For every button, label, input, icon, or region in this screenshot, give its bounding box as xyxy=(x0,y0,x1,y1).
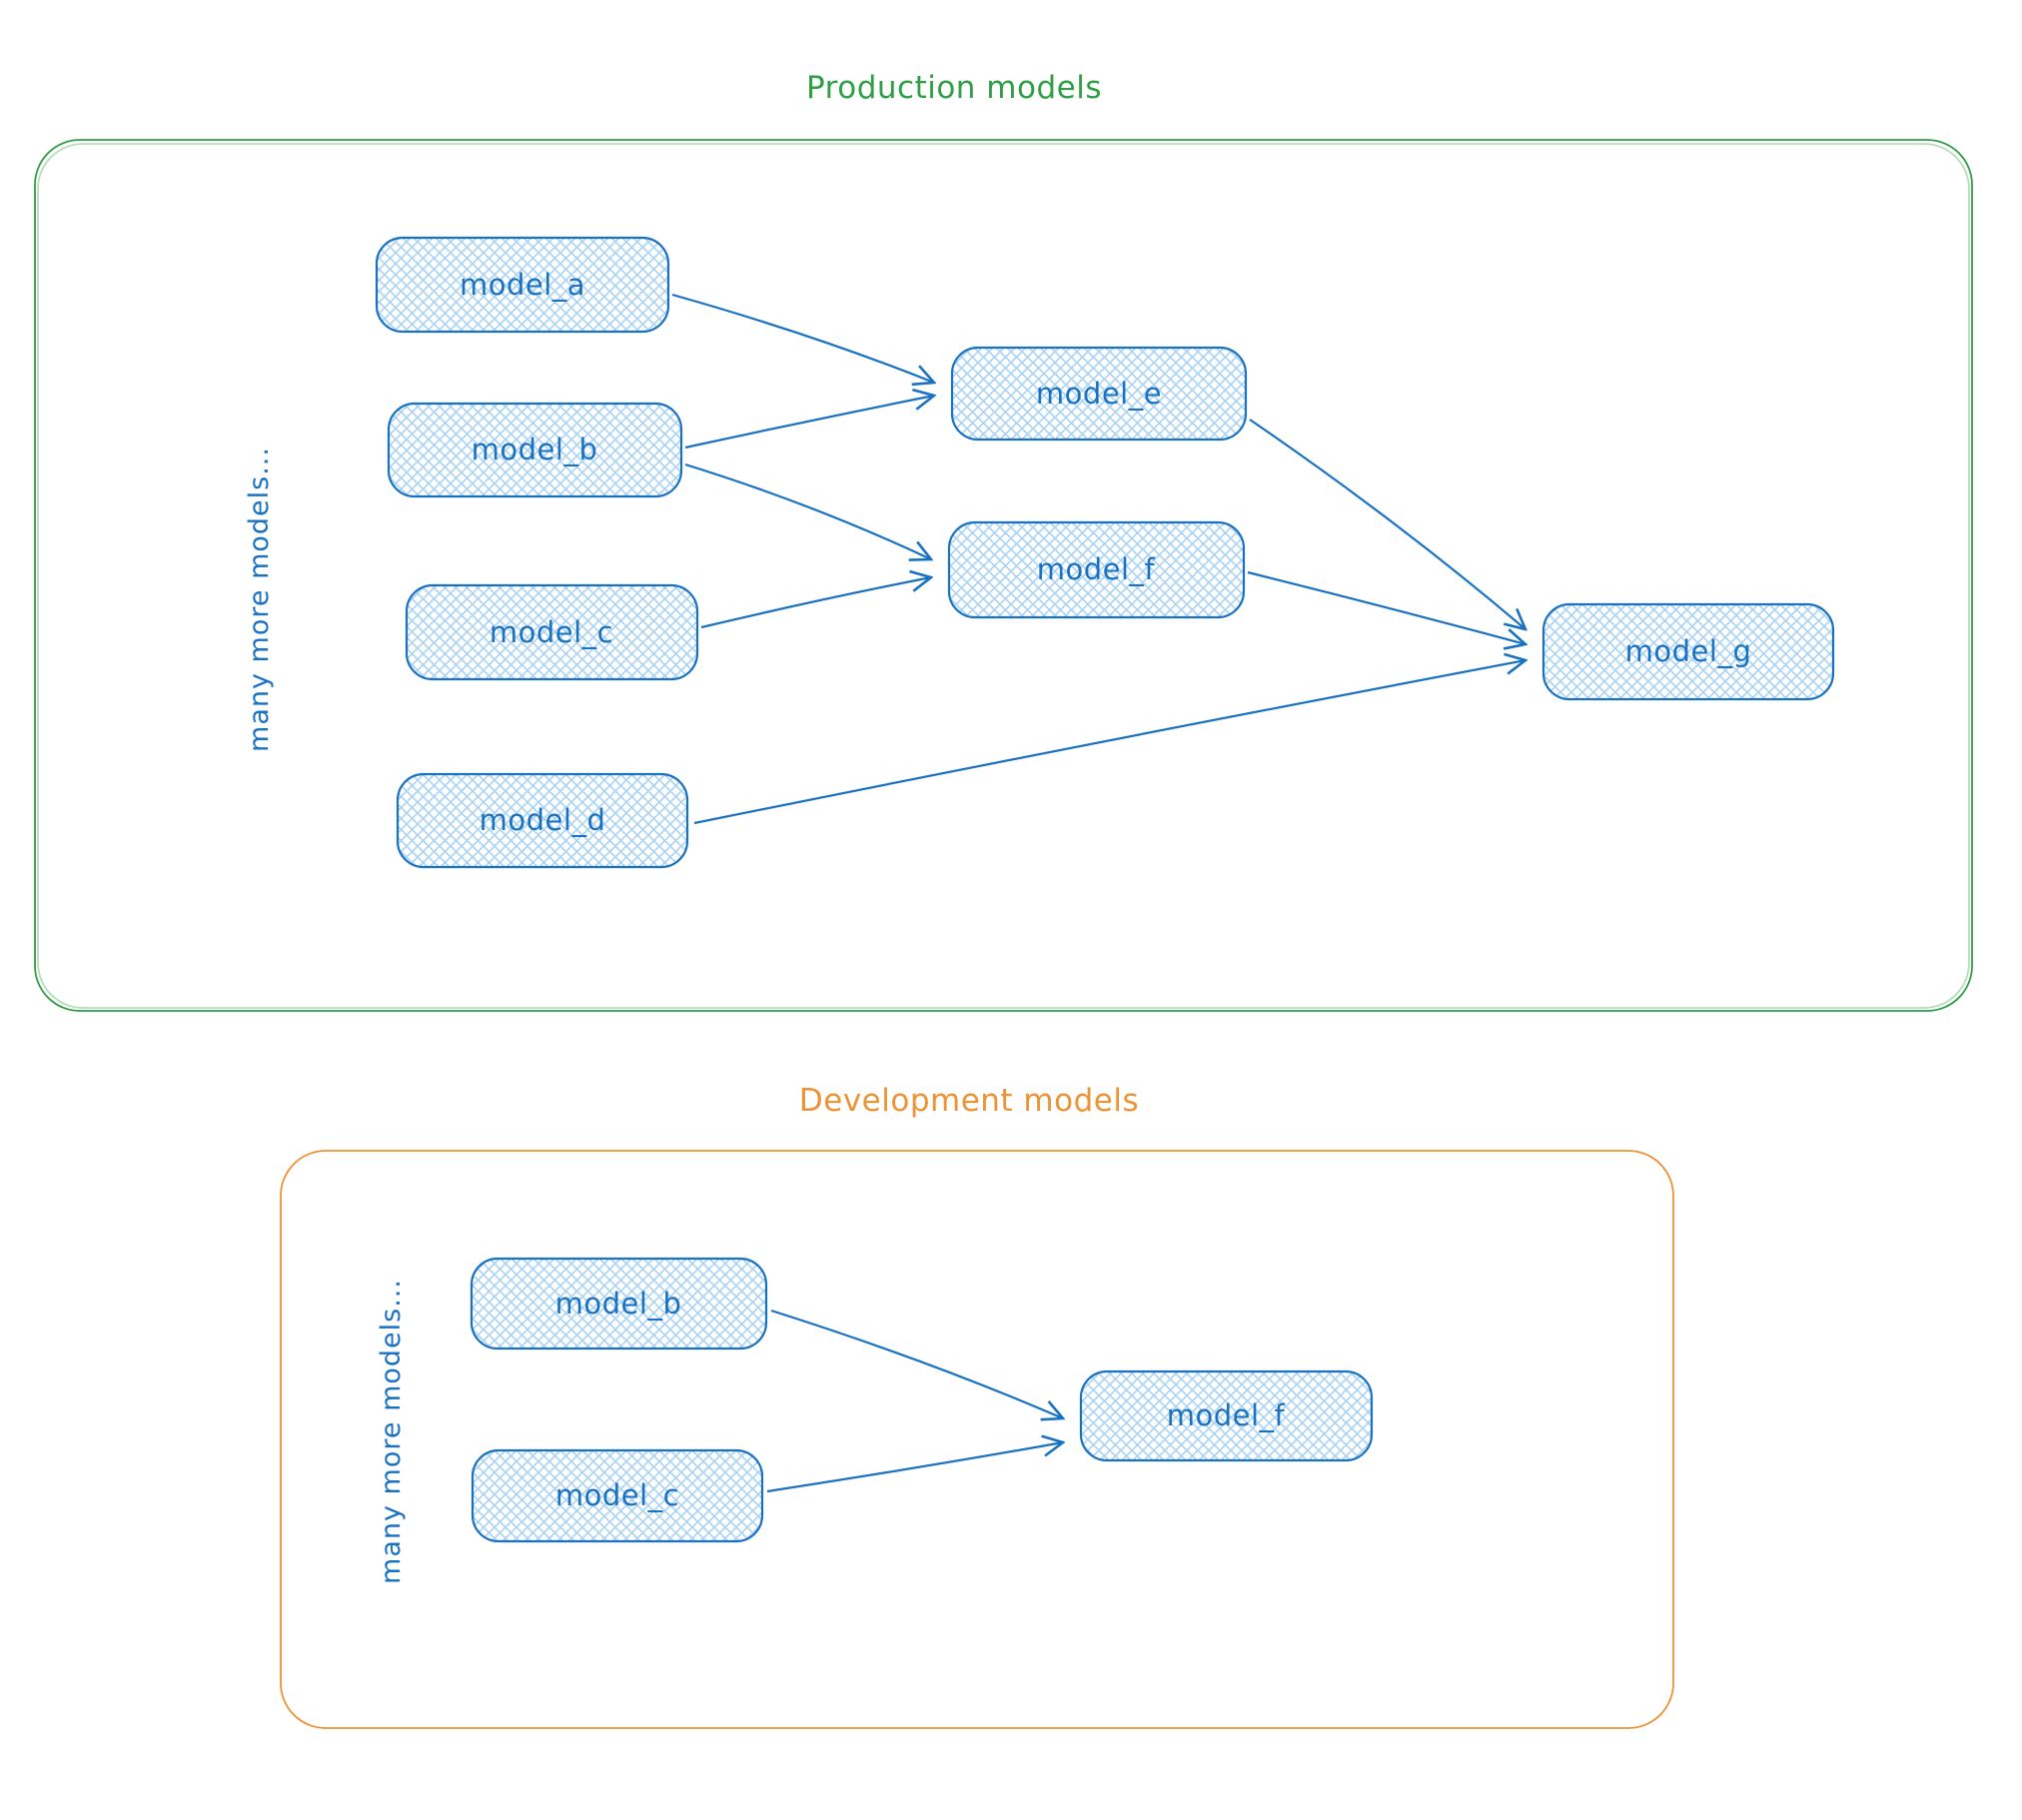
node-dev-model-c-box xyxy=(471,1448,764,1543)
node-model-d: model_d xyxy=(396,772,689,869)
node-model-f-label: model_f xyxy=(1037,552,1156,586)
edge-model-e-to-model-g xyxy=(1249,419,1525,629)
node-dev-model-b-box xyxy=(470,1257,768,1351)
node-model-c-label: model_c xyxy=(490,615,613,649)
production-section-frame xyxy=(34,139,1973,1012)
node-dev-model-b-label: model_b xyxy=(555,1287,682,1321)
development-side-label: many more models... xyxy=(376,1279,407,1584)
production-section-frame-sketch-stroke xyxy=(37,143,1970,1009)
node-model-e-label: model_e xyxy=(1036,377,1162,411)
development-section-title: Development models xyxy=(799,1083,1139,1119)
node-model-f-box xyxy=(947,520,1246,619)
edge-model-b-to-model-e xyxy=(684,396,934,450)
node-dev-model-f: model_f xyxy=(1079,1369,1374,1462)
node-model-a-box xyxy=(375,236,670,334)
node-model-g: model_g xyxy=(1541,602,1835,701)
node-dev-model-f-box xyxy=(1079,1369,1374,1462)
edge-model-c-to-model-f xyxy=(700,577,931,629)
node-model-g-label: model_g xyxy=(1625,634,1752,668)
node-model-a-label: model_a xyxy=(460,268,585,302)
edge-model-b-to-model-f xyxy=(684,462,931,559)
production-section-title: Production models xyxy=(806,70,1102,106)
node-model-d-label: model_d xyxy=(480,803,606,837)
node-model-e-box xyxy=(950,346,1248,442)
edge-dev-model-c-to-model-f xyxy=(766,1442,1063,1493)
node-dev-model-b: model_b xyxy=(470,1257,768,1351)
node-model-f: model_f xyxy=(947,520,1246,619)
node-model-e: model_e xyxy=(950,346,1248,442)
development-section-frame xyxy=(280,1150,1674,1729)
node-model-b: model_b xyxy=(387,402,683,498)
production-section: Production models many more models... mo… xyxy=(34,70,1973,1012)
development-section: Development models many more models... m… xyxy=(280,1083,1674,1729)
node-model-c-box xyxy=(405,583,699,681)
node-dev-model-c: model_c xyxy=(471,1448,764,1543)
production-side-label: many more models... xyxy=(244,447,275,752)
edge-model-d-to-model-g xyxy=(693,660,1525,825)
edge-model-a-to-model-e xyxy=(671,293,934,383)
node-dev-model-c-label: model_c xyxy=(555,1478,679,1512)
node-model-g-box xyxy=(1541,602,1835,701)
node-model-c: model_c xyxy=(405,583,699,681)
node-model-b-label: model_b xyxy=(472,433,598,466)
node-dev-model-f-label: model_f xyxy=(1167,1398,1286,1432)
edge-dev-model-b-to-model-f xyxy=(770,1309,1063,1418)
node-model-a: model_a xyxy=(375,236,670,334)
node-model-d-box xyxy=(396,772,689,869)
edge-model-f-to-model-g xyxy=(1247,570,1525,644)
node-model-b-box xyxy=(387,402,683,498)
